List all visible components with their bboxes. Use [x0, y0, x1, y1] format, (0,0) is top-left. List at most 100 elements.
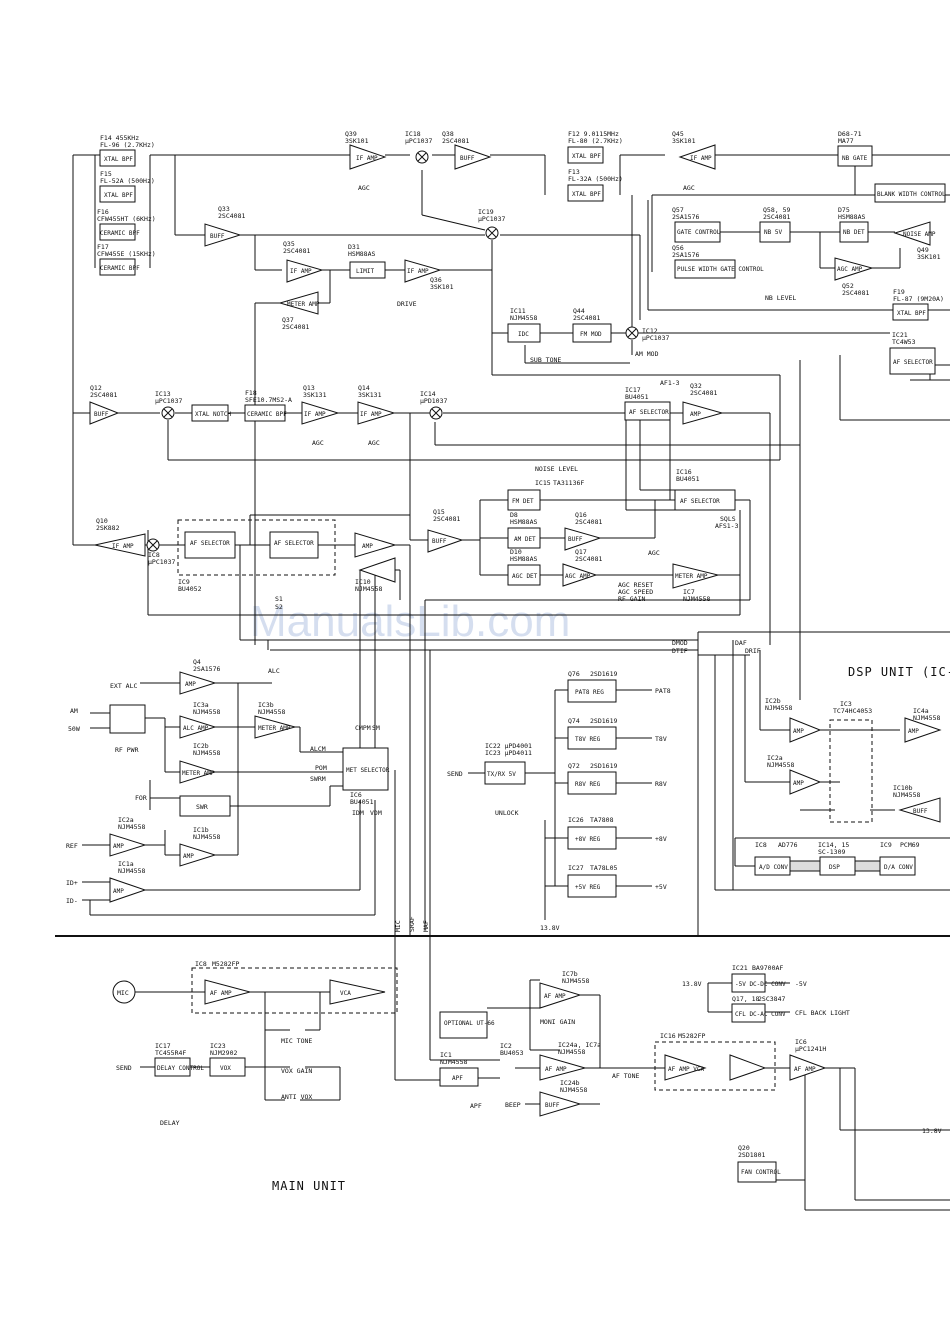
circuit-block	[731, 1003, 766, 1023]
label-blocks-18-name: IDC	[518, 331, 529, 338]
label-blocks-28-name: AF SELECTOR	[629, 409, 669, 416]
label-blocks-75-ref: IC24b	[560, 1079, 580, 1087]
amplifier-symbol	[358, 557, 396, 583]
amplifier-symbol	[893, 221, 931, 246]
label-blocks-48-part: NJM4558	[193, 833, 220, 841]
label-signals-57: MONI GAIN	[540, 1018, 575, 1026]
label-blocks-9-part: 2SC4081	[763, 213, 790, 221]
circuit-block	[731, 973, 766, 993]
label-blocks-22-part: 2SC4081	[90, 391, 117, 399]
label-signals-53: VOX GAIN	[281, 1067, 312, 1075]
circuit-block	[674, 221, 721, 243]
label-blocks-48-name: AMP	[183, 853, 194, 860]
label-signals-43: R8V	[655, 780, 667, 788]
label-blocks-31-part: BU4051	[676, 475, 700, 483]
label-blocks-2-part: 2SC4081	[442, 137, 469, 145]
label-signals-46: 13.8V	[540, 924, 560, 932]
label-blocks-50-name: PAT8 REG	[575, 689, 604, 696]
circuit-block	[889, 347, 936, 375]
label-blocks-32-name: IF AMP	[112, 543, 134, 550]
label-blocks-4-ref: D68-71	[838, 130, 862, 138]
label-blocks-59-ref: IC2a	[767, 754, 783, 762]
label-signals-0: AGC	[358, 184, 370, 192]
label-signals-58: APF	[470, 1102, 482, 1110]
label-signals-11: SQLS	[720, 515, 736, 523]
mixer-symbol	[112, 980, 136, 1004]
label-blocks-44-part: NJM4558	[193, 708, 220, 716]
label-blocks-0-name: IF AMP	[356, 155, 378, 162]
dsp-unit-title: DSP UNIT (IC-7	[848, 665, 950, 679]
label-blocks-75-part: NJM4558	[560, 1086, 587, 1094]
circuit-block	[269, 531, 319, 559]
label-blocks-41-name: AMP	[362, 543, 373, 550]
dashed-groups	[177, 519, 873, 1091]
label-blocks-9-name: NB 5V	[764, 229, 782, 236]
amplifier-symbol	[539, 982, 582, 1009]
label-blocks-74-name: AF AMP	[545, 1066, 567, 1073]
label-blocks-22-ref: Q12	[90, 384, 102, 392]
amplifier-symbol	[404, 259, 442, 283]
label-signals-38: ID-	[66, 897, 78, 905]
circuit-block	[674, 259, 736, 279]
mixer-cross	[431, 408, 441, 418]
label-blocks-43-ref: IC3b	[258, 701, 274, 709]
label-blocks-25-name: IF AMP	[304, 411, 326, 418]
label-blocks-50-part: 2SD1619	[590, 670, 617, 678]
label-blocks-63-name: D/A CONV	[884, 864, 913, 871]
label-signals-22: EXT ALC	[110, 682, 137, 690]
label-filters-7-part: FL-87 (9M20A)	[893, 295, 944, 303]
label-blocks-51-part: 2SD1619	[590, 717, 617, 725]
amplifier-symbol	[427, 529, 464, 553]
label-blocks-8-name: GATE CONTROL	[677, 229, 721, 236]
circuit-block	[109, 704, 146, 734]
label-blocks-39-part: 2SC4081	[575, 555, 602, 563]
label-blocks-56-part: NJM4558	[765, 704, 792, 712]
circuit-block	[99, 149, 136, 167]
circuit-block	[507, 564, 541, 586]
circuit-block	[342, 747, 389, 791]
label-signals-25: 50W	[68, 725, 80, 733]
label-filters-3-name: CERAMIC BPF	[100, 265, 140, 272]
label-filters-2-part: CFW455HT (6KHz)	[97, 215, 156, 223]
circuit-block	[99, 258, 136, 276]
label-signals-45: +5V	[655, 883, 667, 891]
label-signals-40: UNLOCK	[495, 809, 519, 817]
circuit-block	[837, 145, 873, 167]
label-blocks-6-ref: Q33	[218, 205, 230, 213]
label-blocks-39-name: AGC AMP	[565, 573, 591, 580]
label-blocks-39-ref: Q17	[575, 548, 587, 556]
label-blocks-66-part: NJM4558	[562, 977, 589, 985]
label-blocks-27-ref: IC14	[420, 390, 436, 398]
label-blocks-58-name: AMP	[908, 728, 919, 735]
label-blocks-31-ref: IC16	[676, 468, 692, 476]
label-blocks-12-name: NOISE AMP	[903, 231, 936, 238]
label-signals-2: AGC	[312, 439, 324, 447]
label-blocks-7-ref: IC19	[478, 208, 494, 216]
label-blocks-44-ref: IC3a	[193, 701, 209, 709]
amplifier-symbol	[729, 1054, 767, 1081]
label-signals-36: REF	[66, 842, 78, 850]
label-blocks-64-part: M5282FP	[212, 960, 239, 968]
label-blocks-55-ref: IC27	[568, 864, 584, 872]
amplifier-symbol	[94, 533, 146, 557]
label-blocks-18-part: NJM4558	[510, 314, 537, 322]
label-blocks-54-part: TA7808	[590, 816, 614, 824]
label-blocks-72-part: NJM4558	[440, 1058, 467, 1066]
amplifiers	[89, 144, 942, 1117]
label-signals-3: AGC	[368, 439, 380, 447]
label-blocks-42-part: 2SA1576	[193, 665, 220, 673]
labels: DSP UNIT (IC-7 MAIN UNIT F14 455KHz FL-9…	[66, 130, 950, 1193]
label-blocks-66-name: AF AMP	[544, 993, 566, 1000]
label-signals-8: AM MOD	[635, 350, 659, 358]
label-blocks-29-name: AMP	[690, 411, 701, 418]
label-blocks-49-name: AMP	[113, 888, 124, 895]
label-blocks-36-part: HSM88AS	[510, 518, 537, 526]
mixer-cross	[417, 152, 427, 162]
label-signals-27: ALCM	[310, 745, 326, 753]
label-signals-12: AFS1-3	[715, 522, 739, 530]
amplifier-symbol	[349, 144, 387, 170]
label-blocks-53-part: 2SD1619	[590, 762, 617, 770]
label-signals-55: DELAY	[160, 1119, 180, 1127]
circuit-block	[874, 183, 946, 203]
